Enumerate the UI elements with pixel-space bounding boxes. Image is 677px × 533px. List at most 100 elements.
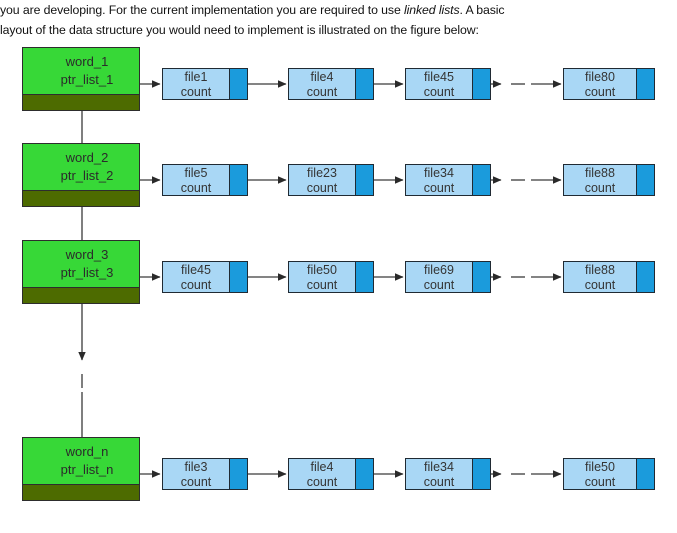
list-node-pointer[interactable] <box>355 459 373 489</box>
word-label: word_n <box>65 444 109 459</box>
pointer-label: ptr_list_2 <box>60 168 114 183</box>
list-node-pointer[interactable] <box>636 262 654 292</box>
paragraph-text-b: . A basic <box>459 3 505 17</box>
list-node-pointer[interactable] <box>355 262 373 292</box>
pointer-label: ptr_list_n <box>60 462 114 477</box>
word-entry-labels: word_1 ptr_list_1 <box>23 53 141 89</box>
list-node-count: count <box>423 475 455 489</box>
list-node-pointer[interactable] <box>636 459 654 489</box>
list-node-file: file34 <box>424 460 454 474</box>
list-node-pointer[interactable] <box>229 165 247 195</box>
word-entry-next-bar[interactable] <box>22 485 140 501</box>
list-node-pointer[interactable] <box>229 262 247 292</box>
list-node-pointer[interactable] <box>355 69 373 99</box>
word-label: word_3 <box>65 247 109 262</box>
paragraph-text-a: you are developing. For the current impl… <box>0 3 404 17</box>
emphasis-linked-lists: linked lists <box>404 3 460 17</box>
list-node-file: file45 <box>424 70 454 84</box>
list-node-file: file45 <box>181 263 211 277</box>
list-node-pointer[interactable] <box>229 459 247 489</box>
list-node-file: file4 <box>310 70 334 84</box>
word-entry-next-bar[interactable] <box>22 95 140 111</box>
list-node-file: file50 <box>307 263 337 277</box>
word-entry-next-bar[interactable] <box>22 288 140 304</box>
list-node-count: count <box>180 278 212 292</box>
list-node-count: count <box>306 278 338 292</box>
list-node-pointer[interactable] <box>355 165 373 195</box>
list-node-file: file3 <box>184 460 208 474</box>
list-node-file: file1 <box>184 70 208 84</box>
list-node-count: count <box>180 181 212 195</box>
list-node-count: count <box>584 278 616 292</box>
list-node-pointer[interactable] <box>636 165 654 195</box>
word-entry-labels: word_3 ptr_list_3 <box>23 246 141 282</box>
list-node-count: count <box>584 475 616 489</box>
list-node-file: file4 <box>310 460 334 474</box>
list-node-pointer[interactable] <box>472 262 490 292</box>
list-node-count: count <box>584 181 616 195</box>
pointer-label: ptr_list_3 <box>60 265 114 280</box>
instruction-paragraph: you are developing. For the current impl… <box>0 0 672 40</box>
list-node-file: file88 <box>585 166 615 180</box>
list-node-count: count <box>306 181 338 195</box>
list-node-pointer[interactable] <box>472 69 490 99</box>
list-node-pointer[interactable] <box>229 69 247 99</box>
list-node-pointer[interactable] <box>636 69 654 99</box>
list-node-file: file23 <box>307 166 337 180</box>
list-node-file: file50 <box>585 460 615 474</box>
list-node-pointer[interactable] <box>472 459 490 489</box>
word-entry-box[interactable]: word_1 ptr_list_1 <box>22 47 140 95</box>
pointer-label: ptr_list_1 <box>60 72 114 87</box>
list-node-file: file34 <box>424 166 454 180</box>
paragraph-line-2: layout of the data structure you would n… <box>0 23 479 37</box>
list-node-count: count <box>423 85 455 99</box>
paragraph-line-1: you are developing. For the current impl… <box>0 0 672 20</box>
list-node-file: file88 <box>585 263 615 277</box>
list-node-file: file69 <box>424 263 454 277</box>
word-entry-next-bar[interactable] <box>22 191 140 207</box>
word-entry-box[interactable]: word_3 ptr_list_3 <box>22 240 140 288</box>
list-node-pointer[interactable] <box>472 165 490 195</box>
word-entry-labels: word_n ptr_list_n <box>23 443 141 479</box>
list-node-count: count <box>306 85 338 99</box>
word-label: word_1 <box>65 54 109 69</box>
list-node-count: count <box>306 475 338 489</box>
list-node-count: count <box>423 181 455 195</box>
word-entry-box[interactable]: word_n ptr_list_n <box>22 437 140 485</box>
